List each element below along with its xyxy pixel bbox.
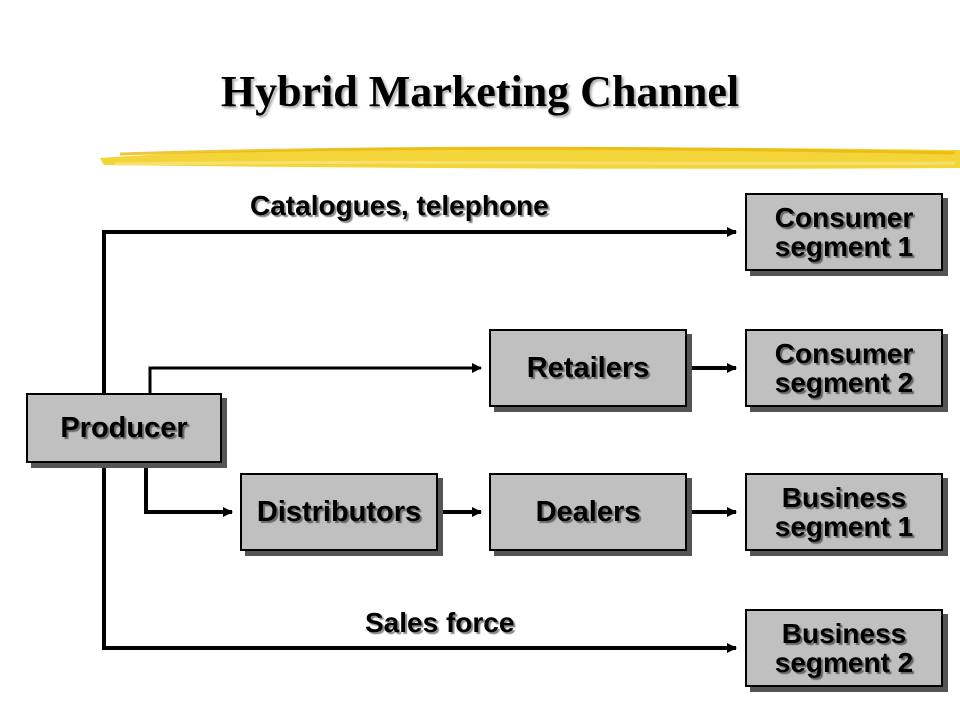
node-distributors: Distributors	[240, 473, 438, 551]
edge-label-catalogues: Catalogues, telephone	[250, 190, 549, 221]
node-consumer-segment-1-label: Consumer segment 1	[774, 201, 914, 262]
node-producer: Producer	[26, 393, 222, 463]
node-business-segment-1-label: Business segment 1	[774, 481, 914, 542]
page-title: Hybrid Marketing Channel	[220, 67, 740, 116]
connector-sales-force	[102, 463, 737, 653]
node-dealers: Dealers	[489, 473, 687, 551]
node-producer-label: Producer	[60, 411, 188, 444]
connector-catalogues	[102, 227, 737, 395]
edge-label-sales-force: Sales force	[365, 607, 515, 638]
node-distributors-label: Distributors	[256, 495, 422, 528]
connector-retailers	[148, 363, 482, 395]
node-retailers-label: Retailers	[526, 351, 650, 384]
node-business-segment-2-label: Business segment 2	[774, 617, 914, 678]
connector-distributors	[144, 463, 233, 517]
node-business-segment-1: Business segment 1	[745, 473, 943, 551]
node-business-segment-2: Business segment 2	[745, 609, 943, 687]
node-dealers-label: Dealers	[535, 495, 641, 528]
node-consumer-segment-2-label: Consumer segment 2	[774, 337, 914, 398]
node-consumer-segment-2: Consumer segment 2	[745, 329, 943, 407]
node-consumer-segment-1: Consumer segment 1	[745, 193, 943, 271]
node-retailers: Retailers	[489, 329, 687, 407]
